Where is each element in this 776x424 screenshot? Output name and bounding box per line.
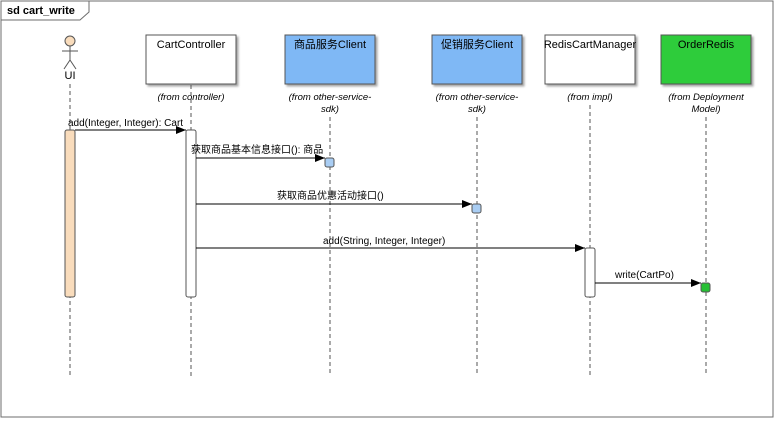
activation-promo-client [471,203,482,214]
lifeline-head-order-redis[interactable]: OrderRedis [660,34,752,85]
message-2[interactable]: 获取商品基本信息接口(): 商品 [191,143,325,162]
activation-cart-controller [185,129,197,298]
frame-title: sd cart_write [7,5,75,17]
message-5[interactable]: write(CartPo) [595,270,701,287]
message-label-4: add(String, Integer, Integer) [323,236,445,247]
activation-ui [64,129,76,298]
actor-ui[interactable]: UI [62,35,78,82]
lifeline-name-redis-cart-manager: RedisCartManager [544,39,637,51]
message-label-2: 获取商品基本信息接口(): 商品 [191,143,323,156]
actor-head [64,35,76,47]
message-label-5: write(CartPo) [614,270,674,281]
message-3[interactable]: 获取商品优惠活动接口() [196,189,472,208]
from-label-goods-client-2: sdk) [321,104,339,115]
lifeline-head-goods-client[interactable]: 商品服务Client [284,34,376,85]
frame-title-tab [0,0,90,21]
lifeline-head-redis-cart-manager[interactable]: RedisCartManager [544,34,637,85]
lifeline-name-order-redis: OrderRedis [678,39,735,51]
from-label-order-redis-2: Model) [691,104,720,115]
activation-goods-client [324,157,335,168]
from-label-goods-client-1: (from other-service- [289,92,372,103]
from-label-promo-client-2: sdk) [468,104,486,115]
lifeline-head-cart-controller[interactable]: CartController [145,34,237,85]
message-label-1: add(Integer, Integer): Cart [68,118,183,129]
from-label-cart-controller: (from controller) [157,92,224,103]
activation-redis-cart-manager [584,247,596,298]
message-4[interactable]: add(String, Integer, Integer) [196,236,585,252]
lifeline-name-goods-client: 商品服务Client [294,37,366,51]
message-label-3: 获取商品优惠活动接口() [277,189,384,202]
actor-label: UI [65,70,76,82]
lifeline-name-promo-client: 促销服务Client [441,37,513,51]
from-label-order-redis-1: (from Deployment [668,92,744,103]
lifeline-name-cart-controller: CartController [157,39,226,51]
lifeline-head-promo-client[interactable]: 促销服务Client [431,34,523,85]
from-label-redis-cart-manager: (from impl) [567,92,612,103]
from-label-promo-client-1: (from other-service- [436,92,519,103]
message-1[interactable]: add(Integer, Integer): Cart [68,118,186,134]
activation-order-redis [700,282,711,293]
